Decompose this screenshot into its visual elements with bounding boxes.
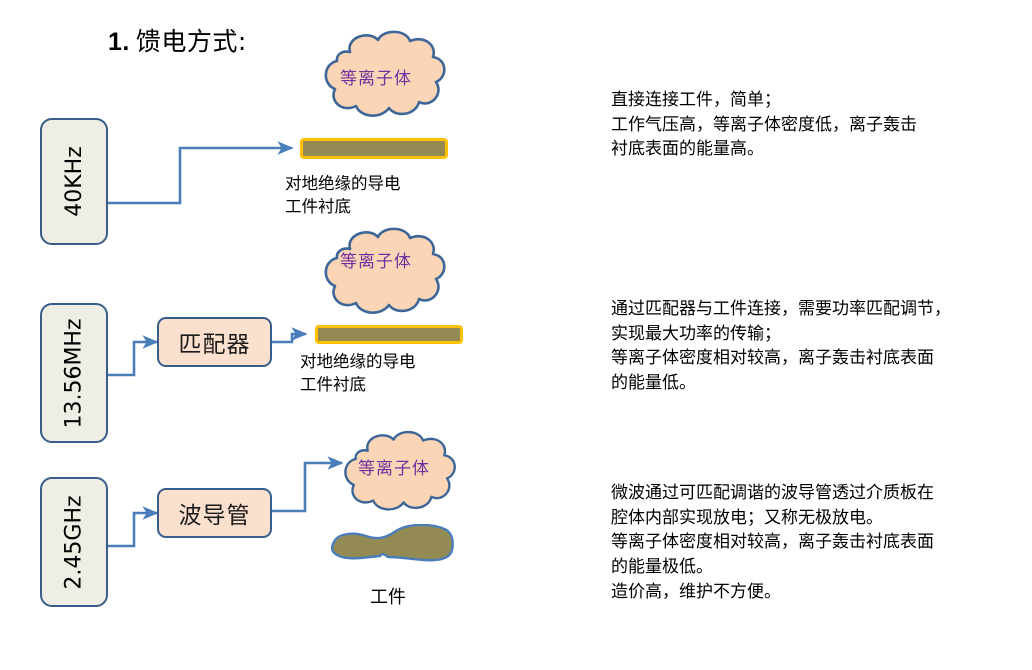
plasma-cloud-1 [324, 30, 446, 117]
workpiece-label: 工件 [370, 587, 406, 608]
source-box-245ghz[interactable]: 2.45GHz [40, 477, 108, 607]
plasma-cloud-2 [324, 227, 446, 314]
note-245ghz: 微波通过可匹配调谐的波导管透过介质板在 腔体内部实现放电；又称无极放电。 等离子… [611, 483, 934, 602]
substrate-caption-2: 对地绝缘的导电 工件衬底 [300, 352, 416, 395]
source-box-label: 13.56MHz [61, 317, 87, 429]
workpiece-blob [330, 524, 454, 562]
waveguide-box[interactable]: 波导管 [157, 488, 272, 538]
page-title: 1.馈电方式: [108, 22, 247, 58]
source-box-13mhz[interactable]: 13.56MHz [40, 303, 108, 443]
source-box-label: 40KHz [61, 146, 87, 217]
matcher-box-label: 匹配器 [178, 332, 251, 358]
matcher-box[interactable]: 匹配器 [157, 317, 272, 367]
plasma-cloud-3 [344, 430, 456, 511]
plasma-cloud-2-label: 等离子体 [340, 252, 412, 272]
title-text: 馈电方式: [135, 27, 247, 56]
substrate-bar-1 [300, 138, 448, 159]
connector-40khz-to-substrate [108, 141, 294, 205]
connector-matcher-to-substrate [272, 327, 308, 344]
substrate-bar-2 [315, 325, 463, 344]
source-box-40khz[interactable]: 40KHz [40, 118, 108, 245]
connector-waveguide-to-plasma [272, 456, 344, 513]
title-number: 1. [108, 28, 130, 56]
connector-245ghz-to-waveguide [108, 506, 159, 548]
plasma-cloud-1-label: 等离子体 [340, 69, 412, 89]
connector-13mhz-to-matcher [108, 335, 159, 377]
note-40khz: 直接连接工件，简单； 工作气压高，等离子体密度低，离子轰击 衬底表面的能量高。 [611, 90, 917, 160]
plasma-cloud-3-label: 等离子体 [358, 459, 430, 479]
source-box-label: 2.45GHz [61, 494, 87, 590]
waveguide-box-label: 波导管 [178, 503, 251, 529]
substrate-caption-1: 对地绝缘的导电 工件衬底 [285, 174, 401, 217]
note-13mhz: 通过匹配器与工件连接，需要功率匹配调节， 实现最大功率的传输； 等离子体密度相对… [611, 299, 951, 393]
